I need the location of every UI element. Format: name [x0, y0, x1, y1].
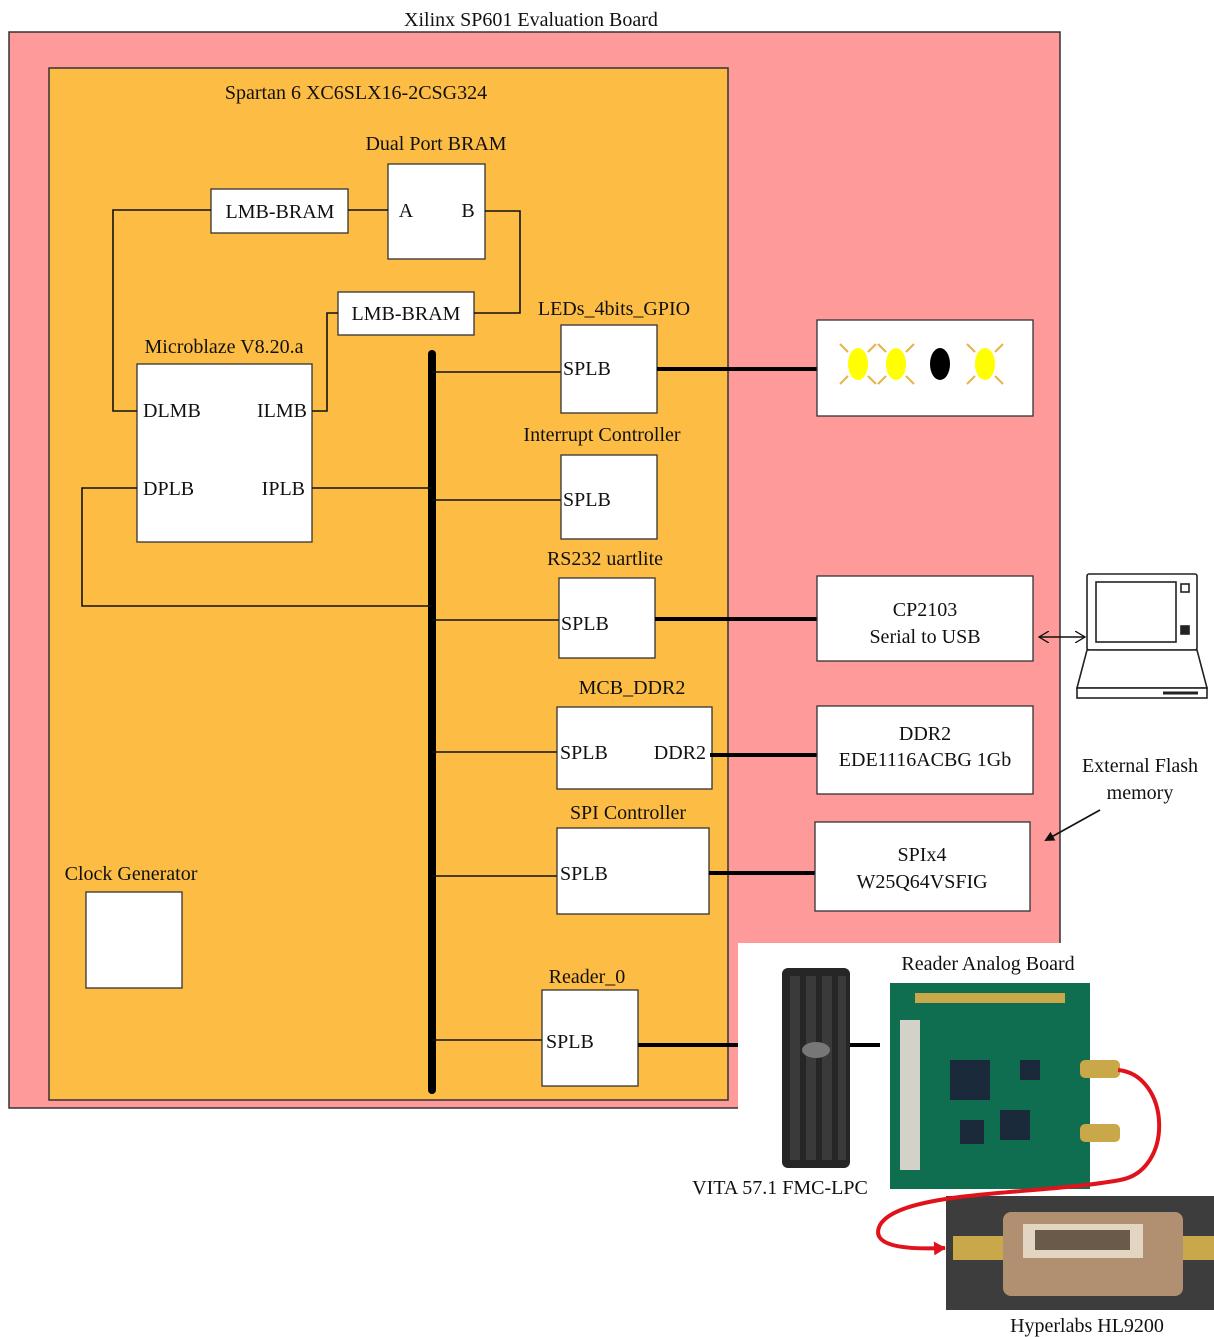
led-body [975, 348, 995, 380]
fpga-title: Spartan 6 XC6SLX16-2CSG324 [225, 82, 487, 104]
mcb-ddr2-title: MCB_DDR2 [579, 677, 686, 699]
clock-block [86, 892, 182, 988]
spix4-block [815, 822, 1030, 911]
cp2103-line1: CP2103 [893, 599, 957, 621]
reader-title: Reader_0 [549, 966, 626, 988]
spix4-line2: W25Q64VSFIG [856, 871, 987, 893]
bram-title: Dual Port BRAM [365, 133, 506, 155]
analog-board-image [890, 983, 1120, 1189]
reader-port: SPLB [546, 1031, 594, 1053]
mcb-ddr2-port2: DDR2 [654, 742, 706, 764]
uart-port: SPLB [561, 613, 609, 635]
flash-note-line1: External Flash [1082, 755, 1198, 777]
microblaze-cpu [137, 364, 312, 542]
ddr2-line2: EDE1116ACBG 1Gb [839, 749, 1011, 771]
lmb-bram-right-label: LMB-BRAM [352, 303, 461, 325]
cp2103-line2: Serial to USB [869, 626, 980, 648]
ddr2-line1: DDR2 [899, 723, 951, 745]
hyperlabs-image [946, 1196, 1214, 1310]
bram-port-b: B [461, 200, 474, 222]
lmb-bram-left-label: LMB-BRAM [226, 201, 335, 223]
microblaze-ilmb: ILMB [257, 400, 307, 422]
fmc-connector-image [782, 968, 850, 1168]
hyperlabs-label: Hyperlabs HL9200 [1010, 1315, 1164, 1337]
flash-note-line2: memory [1107, 782, 1174, 804]
laptop-icon [1077, 574, 1207, 698]
bram-port-a: A [399, 200, 414, 222]
mcb-ddr2-port: SPLB [560, 742, 608, 764]
interrupt-port: SPLB [563, 489, 611, 511]
led-body [930, 348, 950, 380]
spix4-line1: SPIx4 [898, 844, 947, 866]
led-body [886, 348, 906, 380]
microblaze-dlmb: DLMB [143, 400, 201, 422]
board-title: Xilinx SP601 Evaluation Board [404, 9, 658, 31]
led-body [848, 348, 868, 380]
microblaze-title: Microblaze V8.20.a [144, 336, 303, 358]
interrupt-title: Interrupt Controller [523, 424, 681, 446]
clock-title: Clock Generator [65, 863, 198, 885]
microblaze-iplb: IPLB [262, 478, 305, 500]
led-3-off [930, 348, 950, 380]
leds-gpio-title: LEDs_4bits_GPIO [538, 298, 690, 320]
spi-title: SPI Controller [570, 802, 686, 824]
fmc-label: VITA 57.1 FMC-LPC [692, 1177, 868, 1199]
leds-gpio-port: SPLB [563, 358, 611, 380]
analog-board-label: Reader Analog Board [901, 953, 1074, 975]
uart-title: RS232 uartlite [547, 548, 663, 570]
spi-port: SPLB [560, 863, 608, 885]
microblaze-dplb: DPLB [143, 478, 194, 500]
